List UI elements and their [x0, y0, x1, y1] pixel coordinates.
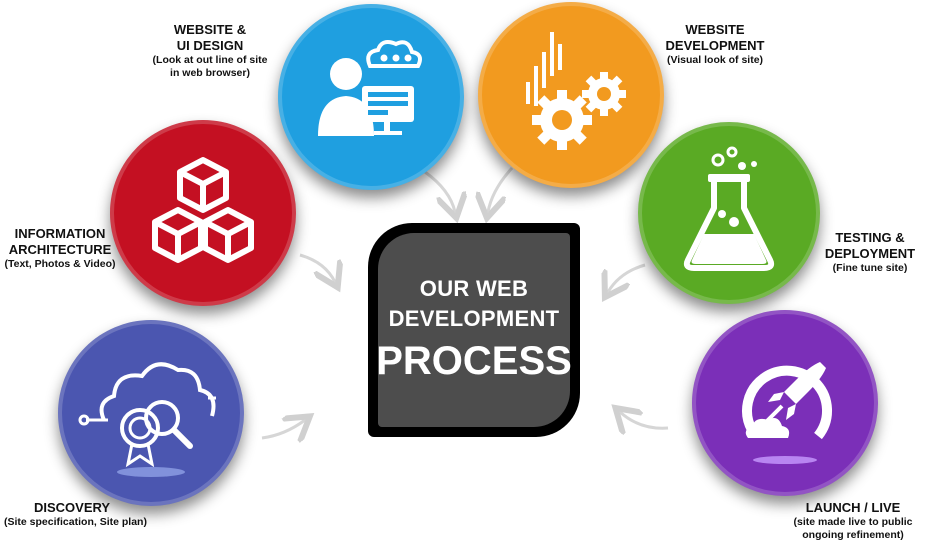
- center-process-box: OUR WEB DEVELOPMENT PROCESS: [368, 223, 580, 437]
- label-testing-title2: DEPLOYMENT: [824, 246, 916, 261]
- cubes-icon: [152, 157, 254, 263]
- step-web-dev-circle: [478, 2, 664, 188]
- cloud-search-icon: [78, 362, 216, 477]
- label-launch-sub2: ongoing refinement): [802, 529, 904, 541]
- label-testing: TESTING & DEPLOYMENT (Fine tune site): [818, 230, 922, 275]
- arrow-discovery: [261, 420, 305, 438]
- label-ui-design-sub2: in web browser): [170, 67, 250, 79]
- center-title-line3: PROCESS: [376, 339, 572, 383]
- label-discovery-sub1: (Site specification, Site plan): [4, 516, 147, 528]
- label-web-dev-sub1: (Visual look of site): [666, 54, 764, 66]
- label-web-dev-title1: WEBSITE: [685, 22, 745, 37]
- label-ui-design-title2: UI DESIGN: [176, 38, 244, 53]
- label-discovery: DISCOVERY (Site specification, Site plan…: [4, 500, 174, 529]
- arrow-testing: [608, 263, 646, 292]
- step-info-arch-circle: [110, 120, 296, 306]
- label-ui-design-title1: WEBSITE &: [173, 22, 247, 37]
- label-info-arch-title2: ARCHITECTURE: [8, 242, 112, 257]
- label-ui-design-sub1: (Look at out line of site: [152, 54, 268, 66]
- step-discovery-circle: [58, 320, 244, 506]
- label-web-dev: WEBSITE DEVELOPMENT (Visual look of site…: [654, 22, 776, 67]
- label-info-arch-title1: INFORMATION: [14, 226, 106, 241]
- center-title-line1: OUR WEB: [419, 276, 529, 301]
- label-discovery-title1: DISCOVERY: [34, 500, 111, 515]
- designer-icon: [318, 40, 422, 136]
- flask-icon: [683, 146, 775, 271]
- label-launch-sub1: (site made live to public: [793, 516, 913, 528]
- arrow-info-arch: [299, 253, 335, 282]
- label-info-arch: INFORMATION ARCHITECTURE (Text, Photos &…: [0, 226, 120, 271]
- arrow-web-dev: [488, 166, 514, 212]
- step-ui-design-circle: [278, 4, 464, 190]
- arrow-launch: [620, 412, 669, 428]
- rocket-icon: [742, 362, 833, 464]
- step-testing-circle: [638, 122, 820, 304]
- label-launch: LAUNCH / LIVE (site made live to public …: [780, 500, 926, 542]
- label-testing-sub1: (Fine tune site): [832, 262, 908, 274]
- label-ui-design: WEBSITE & UI DESIGN (Look at out line of…: [148, 22, 272, 80]
- label-info-arch-sub1: (Text, Photos & Video): [4, 258, 116, 270]
- arrow-ui-design: [424, 170, 455, 212]
- center-title-line2: DEVELOPMENT: [388, 306, 560, 331]
- label-web-dev-title2: DEVELOPMENT: [665, 38, 765, 53]
- label-testing-title1: TESTING &: [835, 230, 905, 245]
- gears-icon: [526, 32, 626, 150]
- center-process-panel: OUR WEB DEVELOPMENT PROCESS: [376, 233, 572, 427]
- step-launch-circle: [692, 310, 878, 496]
- label-launch-title1: LAUNCH / LIVE: [805, 500, 901, 515]
